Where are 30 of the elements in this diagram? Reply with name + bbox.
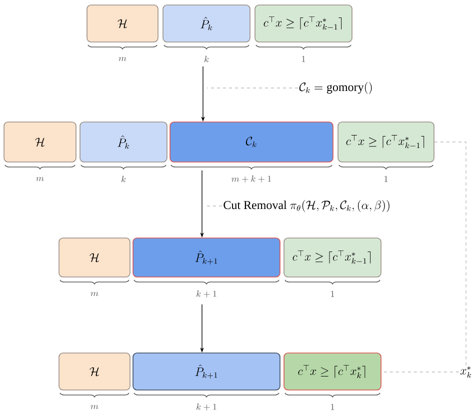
block-box: $\mathcal{H}$ [4, 122, 76, 162]
block-box: $c^\top x \geq \lceil c^\top x^*_{k} \rceil$ [284, 352, 382, 390]
size-label: $k$ [121, 176, 126, 182]
size-label: $m$ [36, 176, 44, 182]
size-label: $1$ [302, 56, 306, 62]
size-label: $1$ [331, 404, 334, 410]
block-box: $\mathcal{C}_k$ [170, 122, 334, 162]
block-box: $\hat{P}_k$ [162, 4, 250, 42]
block-box: $c^\top x \geq \lceil c^\top x^*_{k-1} \rceil$ [284, 238, 382, 278]
size-label: $1$ [384, 176, 388, 182]
block-box: $\mathcal{H}$ [86, 4, 158, 42]
size-label: $k$ [204, 56, 209, 62]
size-label: $m$ [90, 404, 98, 410]
block-box: $c^\top x \geq \lceil c^\top x^*_{k-1} \rceil$ [338, 122, 434, 162]
block-box: $\mathcal{H}$ [58, 238, 130, 278]
step-label: $\mathcal{C}_k = \mathrm{gomory}()$ [299, 82, 372, 94]
size-label: $k+1$ [196, 290, 216, 298]
solution-label: $x^*_k$ [460, 366, 472, 378]
block-box: $\hat{P}_k$ [80, 122, 168, 162]
block-box: $\mathcal{H}$ [58, 352, 130, 390]
block-box: $\hat{P}_{k+1}$ [132, 238, 280, 278]
block-box: $c^\top x \geq \lceil c^\top x^*_{k-1} \rceil$ [254, 4, 352, 42]
size-label: $m+k+1$ [232, 175, 271, 183]
connector-line [434, 142, 466, 366]
size-label: $1$ [331, 290, 334, 297]
block-box: $\hat{P}_{k+1}$ [132, 352, 280, 390]
size-label: $k+1$ [196, 403, 216, 411]
size-label: $m$ [90, 292, 98, 296]
step-label: $\text{Cut Removal } \pi_\theta(\mathcal{H}, \mathcal{P}_k, \mathcal{C}_k, (\alpha, \beta))$ [224, 200, 390, 212]
size-label: $m$ [118, 56, 126, 62]
